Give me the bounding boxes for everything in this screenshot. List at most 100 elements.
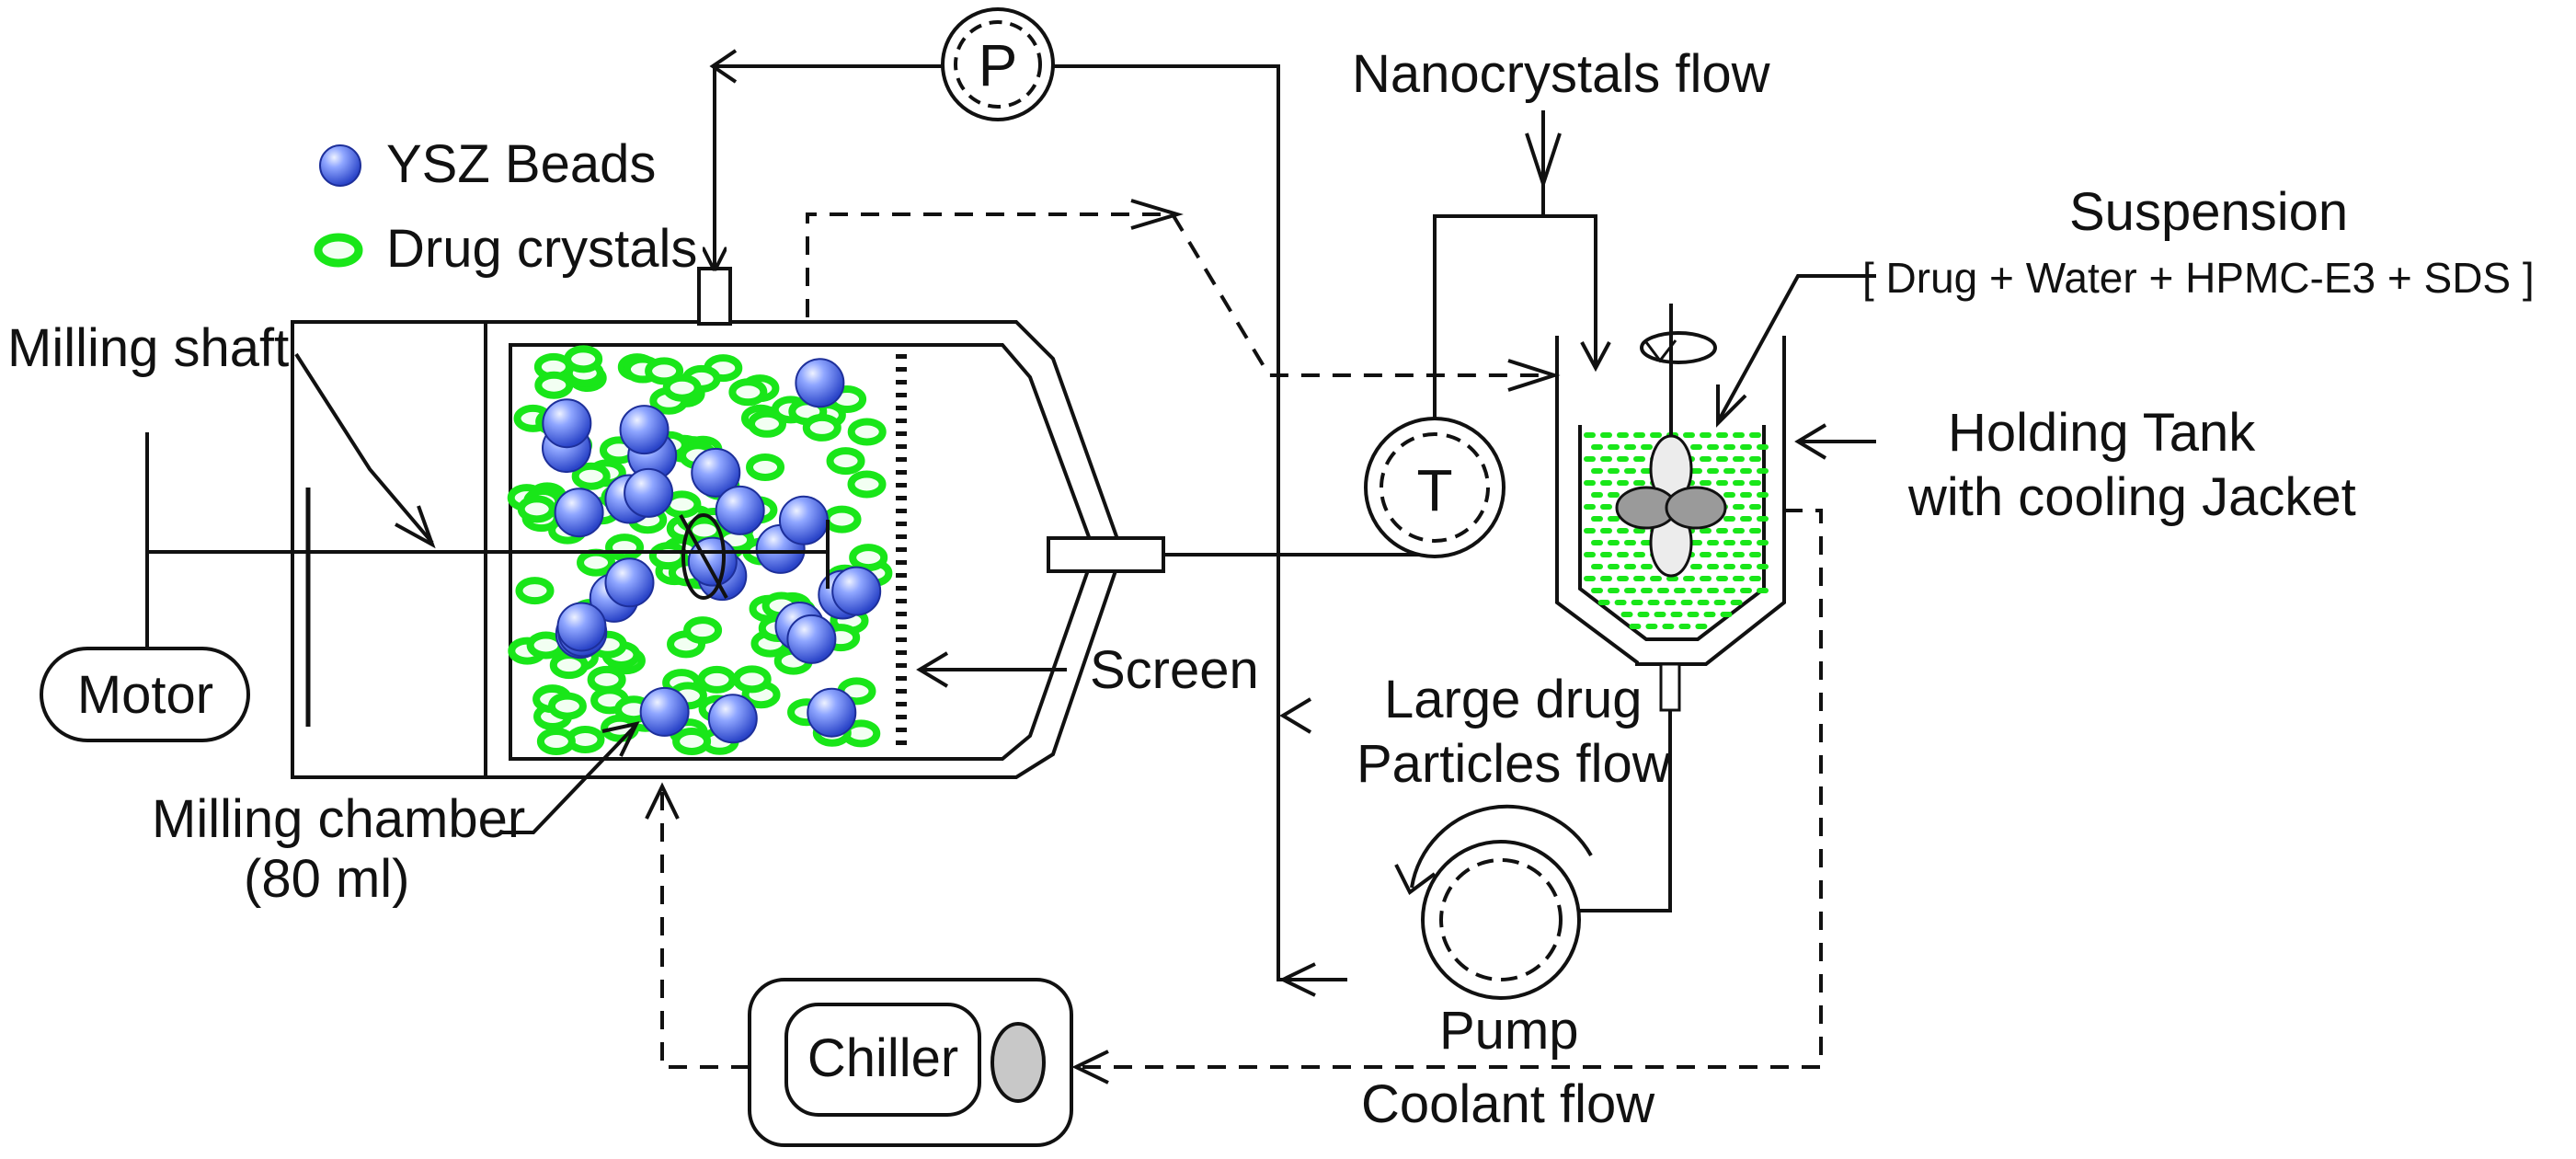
suspension-particle	[1749, 576, 1761, 581]
drug-crystal	[672, 728, 712, 756]
suspension-particle	[1624, 588, 1636, 593]
suspension-particle	[1749, 504, 1761, 510]
motor-assembly: Motor	[40, 432, 250, 742]
label-pointers	[294, 352, 1067, 834]
suspension-particle	[1633, 552, 1645, 557]
drug-crystal	[847, 418, 887, 446]
suspension-pointer	[1718, 274, 1876, 419]
ysz-bead	[807, 687, 857, 738]
nanocrystals-inlet-arrow	[1580, 341, 1611, 373]
large-particles-arrow	[1279, 697, 1312, 734]
drug-crystal	[547, 692, 587, 720]
suspension-particle	[1757, 540, 1769, 545]
drug-crystal	[534, 371, 574, 399]
jacket-pointer-head	[1794, 423, 1827, 460]
suspension-particle	[1690, 540, 1702, 545]
suspension-particle	[1608, 516, 1620, 522]
suspension-particle	[1608, 468, 1620, 474]
milling-chamber-pointer-head	[601, 721, 640, 757]
suspension-particle	[1614, 600, 1627, 605]
suspension-particle	[1645, 624, 1658, 629]
suspension-particle	[1723, 540, 1735, 545]
suspension-particle	[1757, 468, 1769, 474]
suspension-particle	[1617, 432, 1629, 438]
suspension-particle	[1617, 528, 1629, 534]
suspension-particle	[1683, 432, 1695, 438]
shaft-rotation-icon	[681, 513, 726, 600]
suspension-particle	[1600, 480, 1612, 486]
suspension-particle	[1666, 576, 1678, 581]
suspension-particle	[1584, 480, 1596, 486]
legend-crystal-icon	[314, 233, 363, 268]
suspension-particle	[1733, 528, 1745, 534]
drug-crystal	[564, 345, 603, 373]
chamber-inlet	[697, 267, 732, 326]
suspension-particle	[1730, 600, 1743, 605]
motor-label: Motor	[77, 665, 213, 725]
drug-crystal	[536, 728, 576, 756]
suspension-particle	[1690, 468, 1702, 474]
chiller-knob	[990, 1022, 1046, 1103]
suspension-particle	[1608, 540, 1620, 545]
ysz-bead	[542, 398, 592, 449]
coolant-to-mill-arrow	[645, 782, 680, 820]
drug-crystal	[747, 409, 786, 438]
suspension-particle	[1700, 456, 1712, 462]
agitator-rotation-icon	[1640, 331, 1717, 364]
legend-bead-icon	[319, 144, 361, 187]
chiller-label: Chiller	[807, 1028, 958, 1088]
coolant-to-chiller-arrow	[1071, 1050, 1109, 1084]
ysz-bead	[715, 485, 765, 535]
suspension-particle	[1633, 576, 1645, 581]
coolant-flow-label: Coolant flow	[1361, 1074, 1655, 1134]
dashed-flow-path	[806, 212, 1545, 377]
suspension-particle	[1597, 600, 1610, 605]
legend: YSZ Beads Drug crystals	[314, 134, 697, 279]
drug-crystal	[577, 548, 616, 577]
suspension-particle	[1740, 516, 1752, 522]
pump-rotation-arc	[1410, 804, 1593, 889]
suspension-particle	[1707, 444, 1719, 450]
ysz-bead	[795, 358, 845, 408]
drug-crystal	[571, 462, 611, 490]
suspension-particle	[1716, 456, 1728, 462]
suspension-particle	[1757, 492, 1769, 498]
suspension-particle	[1740, 564, 1752, 569]
pump-label: Pump	[1439, 1001, 1579, 1061]
drug-crystal	[826, 447, 865, 476]
drug-crystal	[732, 665, 772, 694]
suspension-particle	[1733, 504, 1745, 510]
drug-crystal	[802, 413, 841, 442]
suspension-particle	[1757, 564, 1769, 569]
suspension-particle	[1633, 456, 1645, 462]
legend-crystals-label: Drug crystals	[386, 219, 697, 279]
chiller: Chiller	[748, 978, 1073, 1147]
suspension-particle	[1740, 588, 1752, 593]
milling-shaft-pointer-head	[395, 505, 436, 549]
drug-crystal	[746, 453, 785, 481]
suspension-particle	[1740, 492, 1752, 498]
ysz-bead	[778, 495, 829, 545]
screen-label: Screen	[1090, 640, 1259, 700]
suspension-particle	[1700, 432, 1712, 438]
suspension-particle	[1733, 432, 1745, 438]
suspension-particle	[1740, 468, 1752, 474]
suspension-particle	[1600, 576, 1612, 581]
suspension-particle	[1716, 432, 1728, 438]
suspension-particle	[1591, 516, 1603, 522]
suspension-particle	[1749, 528, 1761, 534]
temperature-gauge-label: T	[1416, 457, 1452, 523]
suspension-particle	[1617, 456, 1629, 462]
text-labels: Nanocrystals flow Suspension [ Drug + Wa…	[7, 44, 2535, 1134]
ysz-bead	[556, 602, 607, 652]
milling-shaft	[147, 513, 830, 600]
suspension-particle	[1624, 540, 1636, 545]
suspension-particle	[1657, 588, 1669, 593]
ysz-bead	[786, 614, 837, 664]
suspension-particle	[1674, 588, 1686, 593]
suspension-particle	[1716, 552, 1728, 557]
milling-shaft-label: Milling shaft	[7, 318, 289, 378]
holding-tank-label-1: Holding Tank	[1948, 403, 2256, 463]
suspension-label: Suspension	[2069, 182, 2348, 242]
suspension-particle	[1700, 552, 1712, 557]
